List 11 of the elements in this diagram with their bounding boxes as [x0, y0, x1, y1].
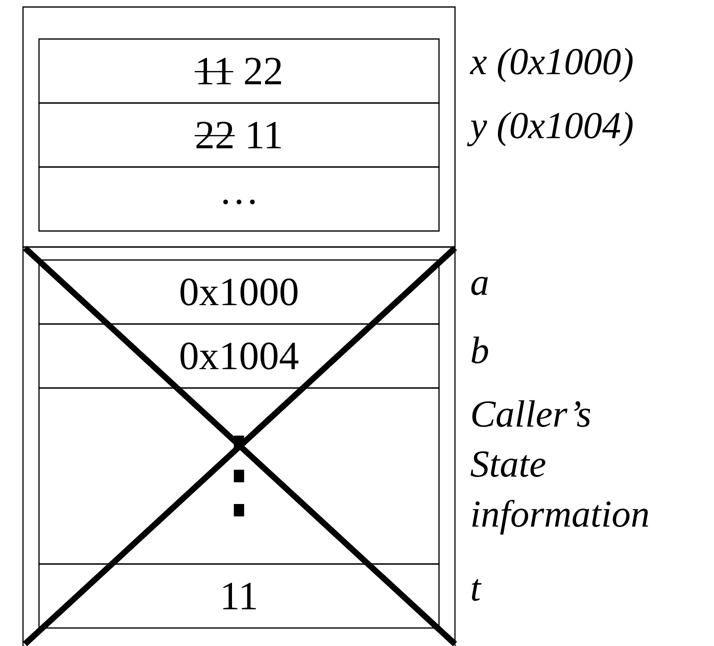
variable-label: a — [471, 276, 488, 296]
variable-label: x (0x1000) — [470, 48, 633, 82]
memory-cell: 0x1004 — [38, 323, 440, 389]
variable-label: t — [472, 579, 482, 601]
frame-box — [22, 6, 456, 248]
memory-cell: 11 — [38, 563, 440, 629]
variable-label: Caller’s State information — [470, 400, 648, 535]
memory-cell: 0x1000 — [38, 259, 440, 325]
variable-label: b — [472, 336, 488, 364]
variable-label: y (0x1004) — [467, 112, 633, 146]
memory-cell: … — [38, 166, 440, 232]
